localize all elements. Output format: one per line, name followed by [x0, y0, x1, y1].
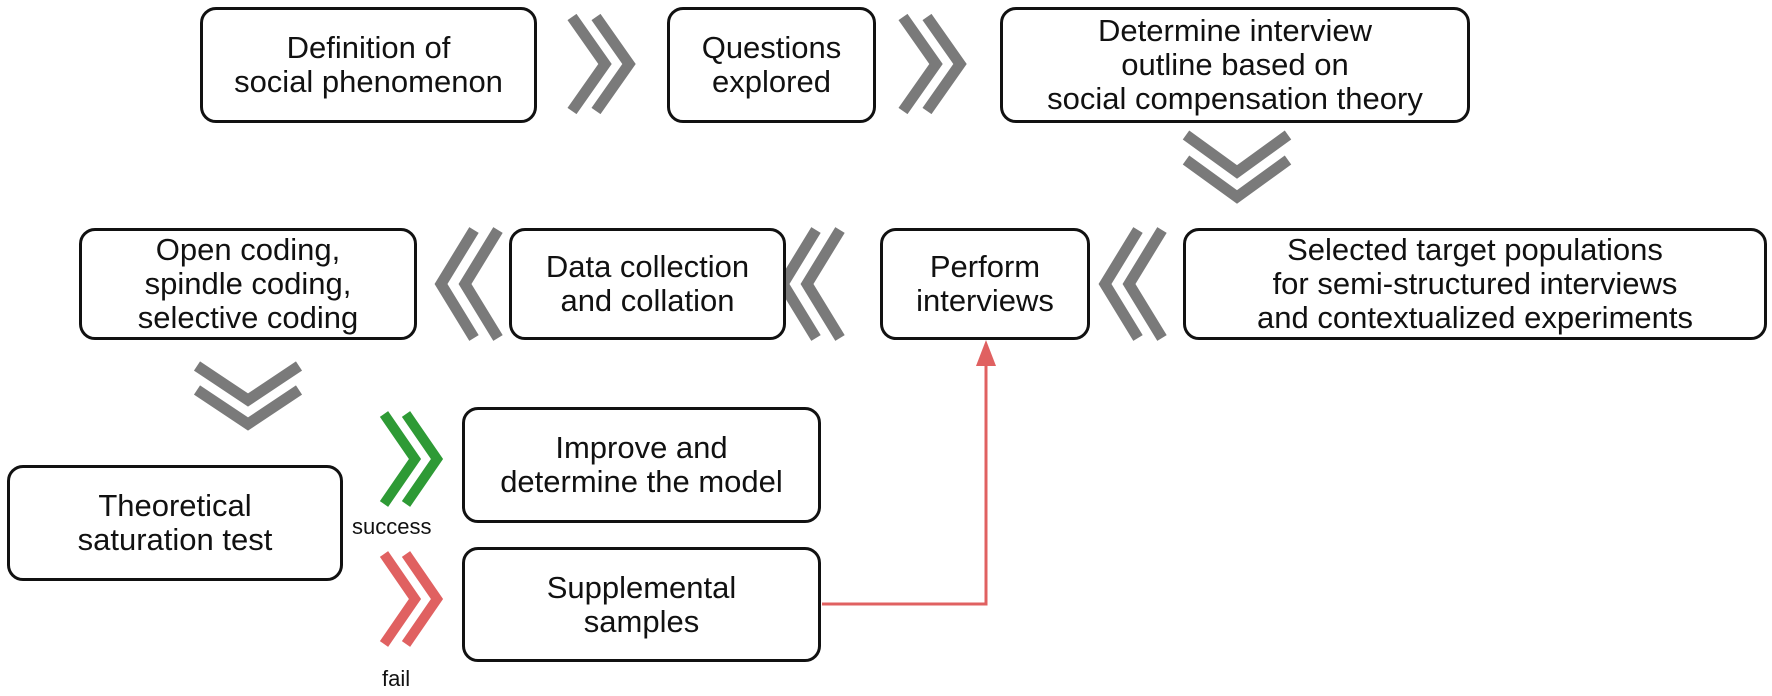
chevron-down-arrow-2 [193, 361, 303, 431]
feedback-arrow [822, 340, 996, 606]
box-line: social phenomenon [234, 64, 503, 99]
box-line: Supplemental [546, 569, 737, 605]
chevron-right-arrow-2 [898, 13, 967, 115]
box-line: spindle coding, [144, 266, 352, 301]
box-line: Selected target populations [1287, 232, 1663, 267]
box-line: and collation [560, 283, 735, 318]
box-line: Improve and [555, 430, 728, 465]
box-line: saturation test [77, 522, 273, 557]
box-line: explored [712, 64, 831, 99]
coding-box: Open coding,spindle coding,selective cod… [79, 228, 417, 340]
box-line: Theoretical [98, 488, 252, 523]
fail-label: fail [382, 666, 411, 691]
chevron-right-arrow-1 [567, 13, 636, 115]
box-line: samples [583, 603, 700, 639]
box-line: social compensation theory [1047, 81, 1423, 116]
box-line: Questions [701, 30, 842, 65]
chevron-down-arrow-1 [1182, 130, 1292, 204]
chevron-left-arrow-3 [434, 227, 503, 341]
success-chevron-icon [379, 411, 444, 507]
box-line: outline based on [1121, 47, 1349, 82]
box-line: determine the model [500, 464, 783, 499]
box-line: and contextualized experiments [1257, 300, 1693, 335]
box-line: Definition of [286, 30, 451, 65]
chevron-left-arrow-1 [1098, 227, 1167, 341]
box-line: Open coding, [155, 232, 341, 267]
box-line: selective coding [137, 300, 359, 335]
box-line: interviews [916, 283, 1054, 318]
success-label: success [352, 514, 432, 539]
fail-chevron-icon [379, 551, 444, 647]
box-line: Determine interview [1098, 13, 1372, 48]
chevron-left-arrow-2 [776, 227, 845, 341]
box-line: for semi-structured interviews [1272, 266, 1678, 301]
box-line: Data collection [545, 249, 750, 284]
box-line: Perform [929, 249, 1041, 284]
